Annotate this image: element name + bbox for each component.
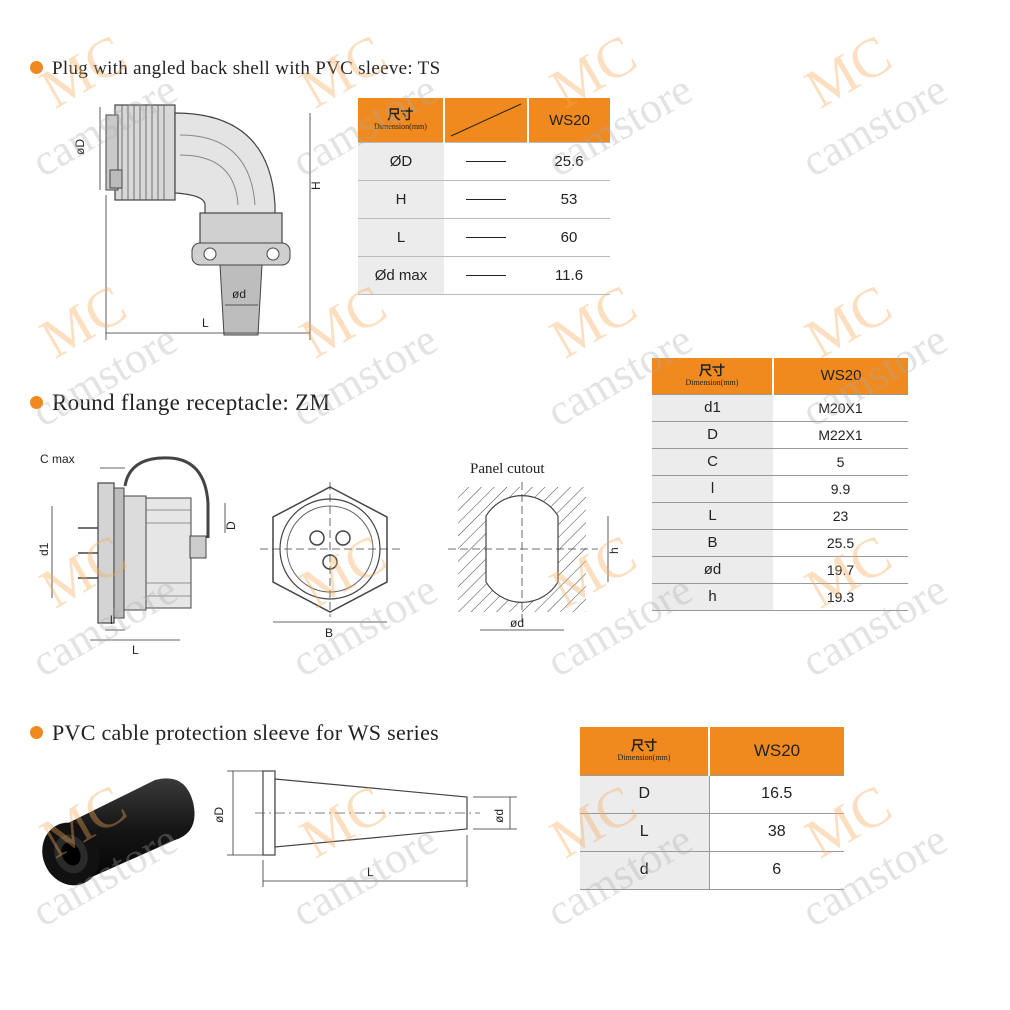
table-row: ØD 25.6 bbox=[358, 142, 610, 181]
table-header-dimension: 尺寸 Dimension(mm) bbox=[580, 727, 709, 776]
table-row: ød 19.7 bbox=[652, 556, 908, 584]
row-label: l bbox=[652, 475, 773, 503]
table-header-dimension: 尺寸 Dimension(mm) bbox=[358, 98, 444, 143]
table-row: B 25.5 bbox=[652, 529, 908, 557]
row-label: L bbox=[580, 813, 709, 852]
row-value: M22X1 bbox=[773, 421, 908, 449]
row-value: 19.7 bbox=[773, 556, 908, 584]
panel-cutout-drawing: h ød bbox=[448, 482, 621, 631]
table-header-model: WS20 bbox=[527, 98, 610, 143]
row-value: 53 bbox=[528, 180, 610, 219]
table-row: C 5 bbox=[652, 448, 908, 476]
row-value: 60 bbox=[528, 218, 610, 257]
header-en: Dimension(mm) bbox=[617, 752, 671, 762]
ts-drawing: øD H ød L bbox=[73, 104, 323, 340]
table-header-model: WS20 bbox=[772, 358, 908, 395]
table-row: D 16.5 bbox=[580, 775, 844, 814]
watermark-mc: MC bbox=[795, 23, 902, 121]
table-row: D M22X1 bbox=[652, 421, 908, 449]
heading-text: Plug with angled back shell with PVC sle… bbox=[52, 58, 441, 79]
spec-table-ts: 尺寸 Dimension(mm) WS20 ØD 25.6 H 53 L 60 … bbox=[358, 98, 610, 295]
dim-label-small-l: l bbox=[110, 613, 113, 627]
row-value: 25.5 bbox=[773, 529, 908, 557]
table-header-model: WS20 bbox=[708, 727, 844, 776]
section-heading-sleeve: PVC cable protection sleeve for WS serie… bbox=[30, 720, 439, 746]
row-label: Ød max bbox=[358, 256, 444, 295]
header-cn: 尺寸 bbox=[387, 107, 414, 122]
table-row: l 9.9 bbox=[652, 475, 908, 503]
dim-label-l: L bbox=[202, 316, 209, 330]
table-header-diagonal bbox=[443, 98, 528, 143]
row-value: 6 bbox=[708, 851, 844, 890]
spec-table-sleeve: 尺寸 Dimension(mm) WS20 D 16.5 L 38 d 6 bbox=[580, 727, 844, 890]
table-row: L 23 bbox=[652, 502, 908, 530]
heading-text: Round flange receptacle: ZM bbox=[52, 390, 331, 415]
dim-label-l: L bbox=[367, 865, 374, 879]
bullet-icon bbox=[30, 726, 43, 740]
watermark-camstore: camstore bbox=[793, 64, 956, 187]
row-label: d1 bbox=[652, 394, 773, 422]
row-label: D bbox=[580, 775, 709, 814]
table-row: Ød max 11.6 bbox=[358, 256, 610, 295]
table-row: L 60 bbox=[358, 218, 610, 257]
dim-label-cap-d: D bbox=[224, 521, 238, 530]
dim-label-h: H bbox=[309, 181, 323, 190]
row-label: B bbox=[652, 529, 773, 557]
row-label: L bbox=[358, 218, 444, 257]
row-label: d bbox=[580, 851, 709, 890]
row-label: C bbox=[652, 448, 773, 476]
spec-table-zm: 尺寸 Dimension(mm) WS20 d1 M20X1 D M22X1 C… bbox=[652, 358, 908, 611]
dim-label-small-d: ød bbox=[232, 287, 246, 301]
row-value: 16.5 bbox=[708, 775, 844, 814]
row-value: 19.3 bbox=[773, 583, 908, 611]
section-heading-ts: Plug with angled back shell with PVC sle… bbox=[30, 58, 440, 80]
table-row: h 19.3 bbox=[652, 583, 908, 611]
dim-label-b: B bbox=[325, 626, 333, 640]
dim-label-d: øD bbox=[212, 807, 226, 823]
zm-side-drawing: C max d1 D l L bbox=[37, 452, 238, 657]
row-label: D bbox=[652, 421, 773, 449]
table-row: d 6 bbox=[580, 851, 844, 890]
bullet-icon bbox=[30, 61, 43, 75]
row-value: 25.6 bbox=[528, 142, 610, 181]
row-value: 5 bbox=[773, 448, 908, 476]
table-row: H 53 bbox=[358, 180, 610, 219]
row-label: ød bbox=[652, 556, 773, 584]
header-en: Dimension(mm) bbox=[685, 377, 739, 387]
dim-label-d1: d1 bbox=[37, 542, 51, 556]
row-value: 9.9 bbox=[773, 475, 908, 503]
bullet-icon bbox=[30, 396, 43, 410]
dim-label-h: h bbox=[607, 547, 621, 554]
dim-label-small-d: ød bbox=[492, 809, 506, 823]
table-row: L 38 bbox=[580, 813, 844, 852]
dim-label-cutout-d: ød bbox=[510, 616, 524, 630]
table-header-dimension: 尺寸 Dimension(mm) bbox=[652, 358, 773, 395]
heading-text: PVC cable protection sleeve for WS serie… bbox=[52, 720, 440, 745]
row-label: H bbox=[358, 180, 444, 219]
row-label: h bbox=[652, 583, 773, 611]
sleeve-drawing: øD ød L bbox=[212, 770, 517, 887]
sleeve-photo bbox=[42, 778, 195, 886]
panel-cutout-label: Panel cutout bbox=[470, 461, 545, 477]
row-value: M20X1 bbox=[773, 394, 908, 422]
dim-label-d: øD bbox=[73, 139, 87, 155]
row-value: 11.6 bbox=[528, 256, 610, 295]
header-cn: 尺寸 bbox=[630, 737, 657, 753]
row-label: L bbox=[652, 502, 773, 530]
row-label: ØD bbox=[358, 142, 444, 181]
watermark-mc: MC bbox=[795, 273, 902, 371]
header-cn: 尺寸 bbox=[698, 362, 725, 378]
header-en: Dimension(mm) bbox=[374, 122, 427, 131]
table-row: d1 M20X1 bbox=[652, 394, 908, 422]
section-heading-zm: Round flange receptacle: ZM bbox=[30, 390, 330, 416]
dim-label-big-l: L bbox=[132, 643, 139, 657]
row-value: 38 bbox=[708, 813, 844, 852]
row-value: 23 bbox=[773, 502, 908, 530]
dim-label-cmax: C max bbox=[40, 452, 75, 466]
zm-front-drawing: B bbox=[260, 482, 400, 640]
